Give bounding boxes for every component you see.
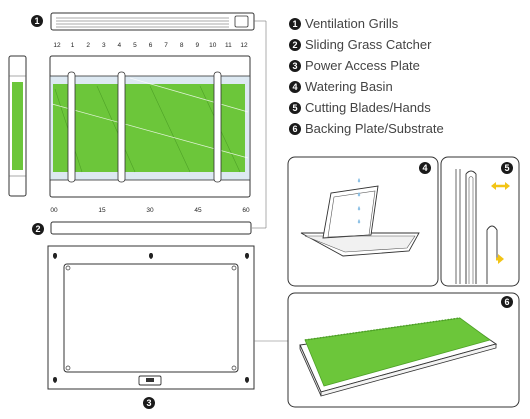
callout-badge-5 bbox=[501, 162, 513, 174]
blade-hand bbox=[465, 170, 477, 284]
minute-tick-labels: 00 15 30 45 60 bbox=[50, 207, 250, 214]
legend-number-3: 3 bbox=[292, 61, 297, 71]
hour-tick-label: 6 bbox=[149, 42, 153, 49]
screw-icon bbox=[65, 365, 71, 371]
screw-icon bbox=[231, 265, 237, 271]
legend-badge-2 bbox=[289, 39, 301, 51]
blade-hook bbox=[486, 225, 498, 284]
callout-badge-4 bbox=[419, 162, 431, 174]
legend-badge-1 bbox=[289, 18, 301, 30]
back-view: 3 bbox=[47, 245, 289, 409]
legend-item-4: 4 Watering Basin bbox=[289, 79, 393, 94]
legend-badge-6 bbox=[289, 123, 301, 135]
cutting-blade-middle bbox=[117, 71, 126, 183]
legend-item-2: 2 Sliding Grass Catcher bbox=[289, 37, 432, 52]
callout-badge-3 bbox=[143, 397, 155, 409]
legend-badge-5 bbox=[289, 102, 301, 114]
hour-tick-label: 4 bbox=[117, 42, 121, 49]
grass-catcher: 2 bbox=[32, 221, 252, 235]
screw-icon bbox=[231, 365, 237, 371]
legend-item-5: 5 Cutting Blades/Hands bbox=[289, 100, 431, 115]
cutting-blade-right bbox=[213, 71, 222, 183]
callout-number-6: 6 bbox=[504, 297, 509, 307]
detail-watering-basin: 4 bbox=[287, 156, 439, 287]
minute-tick-label: 30 bbox=[146, 207, 154, 214]
hour-tick-label: 10 bbox=[209, 42, 217, 49]
grass-panel bbox=[53, 84, 245, 172]
legend-number-5: 5 bbox=[292, 103, 297, 113]
legend-label-2: Sliding Grass Catcher bbox=[305, 37, 432, 52]
back-panel bbox=[63, 263, 239, 373]
minute-tick-label: 45 bbox=[194, 207, 202, 214]
mount-hole-icon bbox=[245, 377, 249, 383]
mount-hole-icon bbox=[149, 253, 153, 259]
legend-label-3: Power Access Plate bbox=[305, 58, 420, 73]
legend-number-1: 1 bbox=[292, 19, 297, 29]
mount-hole-icon bbox=[53, 377, 57, 383]
power-switch-icon bbox=[234, 15, 249, 28]
detail-backing-plate: 6 bbox=[287, 292, 520, 408]
ventilation-grill-strip: 1 bbox=[31, 12, 267, 229]
callout-number-1: 1 bbox=[34, 16, 39, 26]
legend-label-6: Backing Plate/Substrate bbox=[305, 121, 444, 136]
front-view bbox=[49, 55, 251, 198]
legend-badge-4 bbox=[289, 81, 301, 93]
legend: 1 Ventilation Grills 2 Sliding Grass Cat… bbox=[289, 16, 444, 136]
legend-item-3: 3 Power Access Plate bbox=[289, 58, 420, 73]
hour-tick-label: 12 bbox=[240, 42, 248, 49]
grass-substrate bbox=[304, 317, 491, 387]
screw-icon bbox=[65, 265, 71, 271]
water-drop-icon bbox=[357, 219, 361, 224]
callout-badge-6 bbox=[501, 296, 513, 308]
side-view-grass bbox=[12, 82, 23, 170]
callout-number-2: 2 bbox=[35, 224, 40, 234]
hour-tick-label: 3 bbox=[102, 42, 106, 49]
side-view bbox=[8, 55, 27, 197]
hour-tick-label: 12 bbox=[53, 42, 61, 49]
legend-item-6: 6 Backing Plate/Substrate bbox=[289, 121, 444, 136]
hour-tick-label: 9 bbox=[195, 42, 199, 49]
water-drop-icon bbox=[357, 192, 361, 197]
legend-badge-3 bbox=[289, 60, 301, 72]
mount-hole-icon bbox=[53, 253, 57, 259]
legend-label-5: Cutting Blades/Hands bbox=[305, 100, 431, 115]
detail-cutting-blades: 5 bbox=[440, 156, 520, 287]
hour-tick-label: 2 bbox=[86, 42, 90, 49]
hour-tick-label: 7 bbox=[164, 42, 168, 49]
cutting-blade-left bbox=[67, 71, 76, 183]
hour-tick-label: 11 bbox=[225, 42, 232, 49]
legend-label-4: Watering Basin bbox=[305, 79, 393, 94]
mount-hole-icon bbox=[245, 253, 249, 259]
hour-tick-label: 5 bbox=[133, 42, 137, 49]
legend-label-1: Ventilation Grills bbox=[305, 16, 399, 31]
legend-item-1: 1 Ventilation Grills bbox=[289, 16, 399, 31]
legend-number-2: 2 bbox=[292, 40, 297, 50]
legend-number-6: 6 bbox=[292, 124, 297, 134]
callout-number-5: 5 bbox=[504, 163, 509, 173]
callout-badge-1 bbox=[31, 15, 43, 27]
callout-number-3: 3 bbox=[146, 398, 151, 408]
hour-tick-label: 1 bbox=[71, 42, 75, 49]
water-drop-icon bbox=[357, 206, 361, 211]
legend-number-4: 4 bbox=[292, 82, 297, 92]
minute-tick-label: 60 bbox=[242, 207, 250, 214]
water-drop-icon bbox=[357, 178, 361, 183]
minute-tick-label: 15 bbox=[98, 207, 106, 214]
callout-number-4: 4 bbox=[422, 163, 427, 173]
hour-tick-label: 8 bbox=[180, 42, 184, 49]
callout-badge-2 bbox=[32, 223, 44, 235]
basin-lid bbox=[322, 185, 379, 239]
minute-tick-label: 00 bbox=[50, 207, 58, 214]
